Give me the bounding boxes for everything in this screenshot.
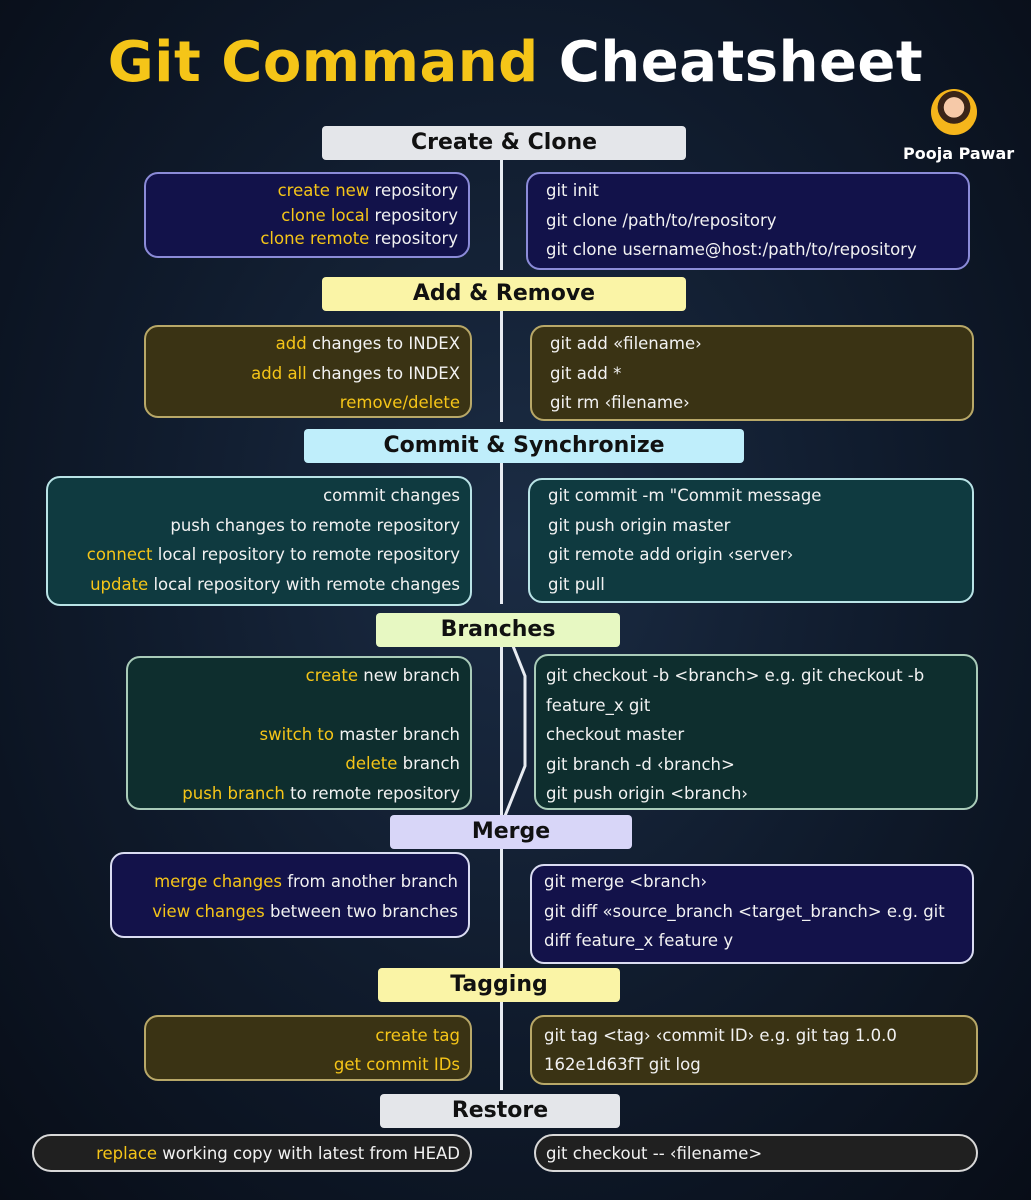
section-header-restore: Restore	[380, 1094, 620, 1128]
description-row: add all changes to INDEX	[251, 364, 460, 383]
section-header-branches: Branches	[376, 613, 620, 647]
command-row: git rm ‹filename›	[550, 393, 690, 412]
command-row: feature_x git	[546, 696, 651, 715]
description-box-branches: create new branch switch to master branc…	[126, 656, 472, 810]
connector-line	[500, 310, 503, 422]
description-box-tagging: create tag get commit IDs	[144, 1015, 472, 1081]
description-box-add-remove: add changes to INDEX add all changes to …	[144, 325, 472, 418]
description-row: create new branch	[305, 666, 460, 685]
description-row: switch to master branch	[259, 725, 460, 744]
command-row: git add «filename›	[550, 334, 702, 353]
command-box-create-clone: git init git clone /path/to/repository g…	[526, 172, 970, 270]
command-box-merge: git merge <branch› git diff «source_bran…	[530, 864, 974, 964]
description-row: push branch to remote repository	[182, 784, 460, 803]
description-box-create-clone: create new repository clone local reposi…	[144, 172, 470, 258]
page-title: Git Command Cheatsheet	[0, 30, 1031, 95]
description-row: add changes to INDEX	[275, 334, 460, 353]
command-box-restore: git checkout -- ‹filename>	[534, 1134, 978, 1172]
description-row: delete branch	[345, 754, 460, 773]
section-header-tagging: Tagging	[378, 968, 620, 1002]
command-row: git clone username@host:/path/to/reposit…	[546, 240, 917, 259]
command-row: git merge <branch›	[544, 872, 708, 891]
section-header-create-clone: Create & Clone	[322, 126, 686, 160]
description-row: get commit IDs	[333, 1055, 460, 1074]
description-row: connect local repository to remote repos…	[86, 545, 460, 564]
connector-line	[500, 1000, 503, 1090]
command-box-tagging: git tag <tag› ‹commit ID› e.g. git tag 1…	[530, 1015, 978, 1085]
command-row: git remote add origin ‹server›	[548, 545, 794, 564]
description-row: clone local repository	[281, 206, 458, 225]
command-row: git push origin <branch›	[546, 784, 749, 803]
command-row: git branch -d ‹branch>	[546, 755, 735, 774]
description-row: replace working copy with latest from HE…	[96, 1144, 460, 1163]
command-row: diff feature_x feature y	[544, 931, 734, 950]
avatar	[931, 89, 977, 135]
title-part2: Cheatsheet	[558, 30, 924, 95]
command-row: git add *	[550, 364, 622, 383]
connector-line	[500, 848, 503, 968]
command-row: git checkout -- ‹filename>	[546, 1144, 763, 1163]
section-header-add-remove: Add & Remove	[322, 277, 686, 311]
connector-line	[500, 160, 503, 270]
description-row: view changes between two branches	[152, 902, 458, 921]
description-row: update local repository with remote chan…	[90, 575, 460, 594]
description-box-commit-sync: commit changes push changes to remote re…	[46, 476, 472, 606]
command-row: git clone /path/to/repository	[546, 211, 777, 230]
description-row: commit changes	[323, 486, 460, 505]
connector-line	[500, 646, 503, 816]
command-row: 162e1d63fT git log	[544, 1055, 701, 1074]
description-row: create new repository	[277, 181, 458, 200]
command-row: git pull	[548, 575, 605, 594]
command-row: git checkout -b <branch> e.g. git checko…	[546, 666, 925, 685]
branch-line	[503, 646, 527, 817]
command-row: git push origin master	[548, 516, 731, 535]
command-row: git init	[546, 181, 599, 200]
command-row: git diff «source_branch <target_branch> …	[544, 902, 945, 921]
command-box-add-remove: git add «filename› git add * git rm ‹fil…	[530, 325, 974, 421]
command-row: checkout master	[546, 725, 685, 744]
command-row: git commit -m "Commit message	[548, 486, 822, 505]
section-header-commit-sync: Commit & Synchronize	[304, 429, 744, 463]
author-name: Pooja Pawar	[903, 144, 1015, 163]
command-box-commit-sync: git commit -m "Commit message git push o…	[528, 478, 974, 603]
title-part1: Git Command	[107, 30, 539, 95]
description-box-merge: merge changes from another branch view c…	[110, 852, 470, 938]
description-row: create tag	[375, 1026, 460, 1045]
connector-line	[500, 462, 503, 604]
description-row: merge changes from another branch	[154, 872, 458, 891]
command-box-branches: git checkout -b <branch> e.g. git checko…	[534, 654, 978, 810]
command-row: git tag <tag› ‹commit ID› e.g. git tag 1…	[544, 1026, 897, 1045]
description-row: clone remote repository	[260, 229, 458, 248]
description-row: push changes to remote repository	[170, 516, 460, 535]
section-header-merge: Merge	[390, 815, 632, 849]
description-box-restore: replace working copy with latest from HE…	[32, 1134, 472, 1172]
description-row: remove/delete	[339, 393, 460, 412]
